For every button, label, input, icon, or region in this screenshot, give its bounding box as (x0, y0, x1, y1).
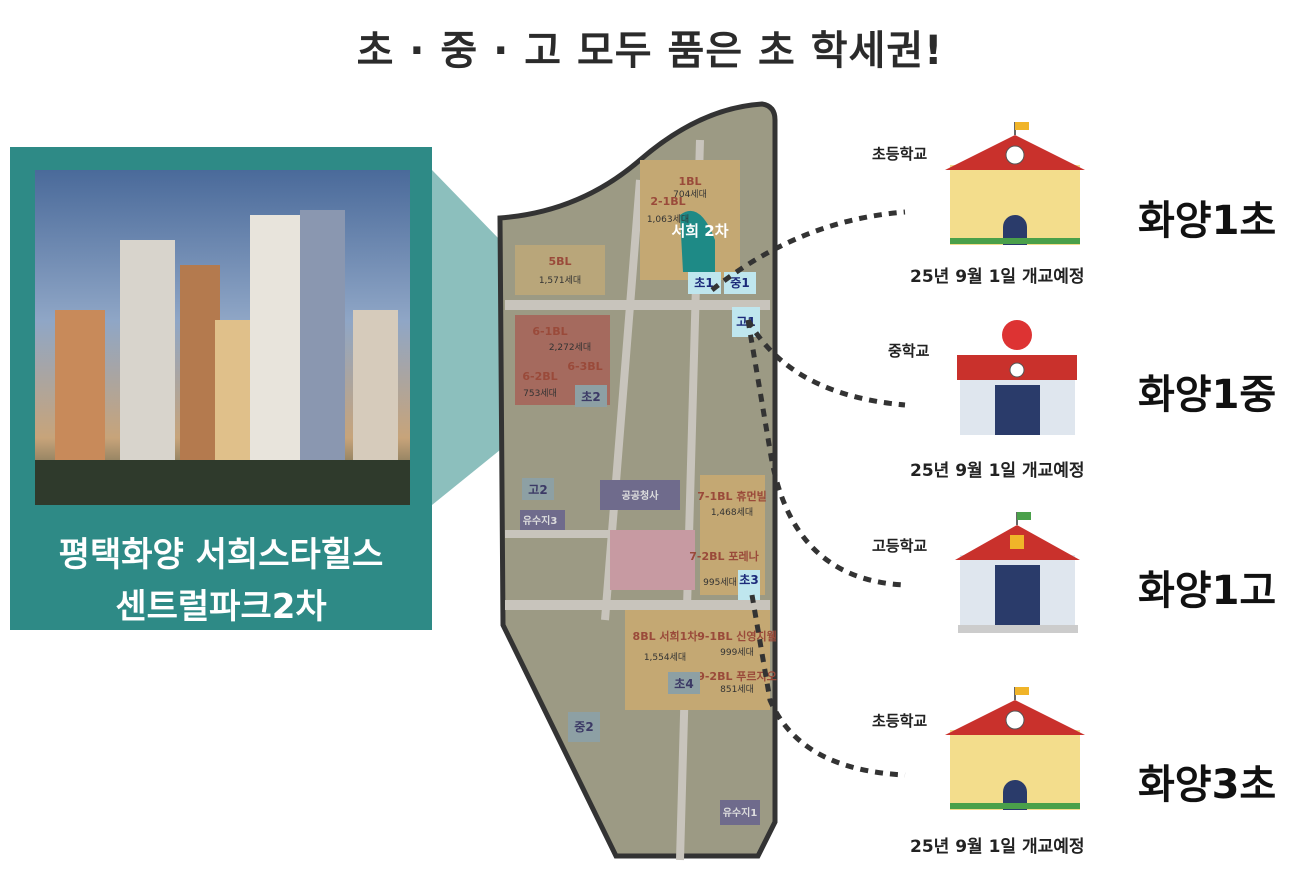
highlight-site (680, 210, 715, 272)
school-tag-jung2: 중2 (574, 720, 593, 734)
high-school-icon (955, 512, 1080, 633)
map-label: 6-1BL (532, 325, 567, 338)
facility-label: 유수지3 (523, 514, 558, 527)
map-sublabel: 1,468세대 (711, 507, 753, 518)
school-category: 초등학교 (872, 712, 928, 730)
school-name: 화양1초 (1138, 198, 1277, 244)
map-sublabel: 2,272세대 (549, 342, 591, 353)
map-label: 7-1BL 휴먼빌 (697, 489, 766, 503)
map-label: 2-1BL (650, 195, 685, 208)
promo-line-2: 센트럴파크2차 (115, 587, 327, 627)
middle-school-icon (957, 320, 1077, 435)
facility-label: 유수지1 (723, 806, 758, 819)
dotted-connectors (710, 209, 906, 778)
map-label: 9-2BL 푸르지오 (697, 669, 777, 683)
school-tag-cho2: 초2 (581, 390, 600, 404)
map-sublabel: 1,063세대 (647, 214, 689, 225)
opening-date: 25년 9월 1일 개교예정 (910, 837, 1085, 857)
apartment-photo (35, 170, 410, 505)
opening-date: 25년 9월 1일 개교예정 (910, 267, 1085, 287)
school-tag-go2: 고2 (528, 483, 547, 497)
map-label: 6-2BL (522, 370, 557, 383)
map-sublabel: 753세대 (523, 388, 557, 399)
school-category: 초등학교 (872, 145, 928, 163)
map-label: 5BL (548, 255, 571, 268)
map-label: 7-2BL 포레나 (689, 549, 758, 563)
map-sublabel: 1,571세대 (539, 275, 581, 286)
page-title: 초 · 중 · 고 모두 품은 초 학세권! (356, 28, 944, 74)
school-name: 화양3초 (1138, 762, 1277, 808)
school-tag-jung1: 중1 (730, 276, 749, 290)
map-sublabel: 704세대 (673, 189, 707, 200)
facility-label: 공공청사 (622, 489, 660, 502)
school-category: 중학교 (888, 342, 930, 360)
school-category: 고등학교 (872, 537, 928, 555)
map-sublabel: 1,554세대 (644, 652, 686, 663)
callout-wedge (432, 170, 500, 505)
map-sublabel: 999세대 (720, 647, 754, 658)
school-name: 화양1중 (1138, 372, 1277, 418)
elementary-school-icon (945, 687, 1085, 810)
school-tag-cho4: 초4 (674, 677, 693, 691)
elementary-school-icon (945, 122, 1085, 245)
highlight-label: 서희 2차 (671, 222, 728, 240)
school-tag-cho3: 초3 (739, 573, 758, 587)
promo-line-1: 평택화양 서희스타힐스 (58, 535, 384, 575)
map-sublabel: 995세대 (703, 577, 737, 588)
promo-panel: 평택화양 서희스타힐스 센트럴파크2차 (10, 147, 432, 630)
opening-date: 25년 9월 1일 개교예정 (910, 461, 1085, 481)
school-name: 화양1고 (1138, 568, 1277, 614)
map-label: 6-3BL (567, 360, 602, 373)
map-label: 8BL 서희1차 (633, 629, 699, 643)
school-tag-cho1: 초1 (694, 276, 713, 290)
map-sublabel: 851세대 (720, 684, 754, 695)
map-label: 1BL (678, 175, 701, 188)
